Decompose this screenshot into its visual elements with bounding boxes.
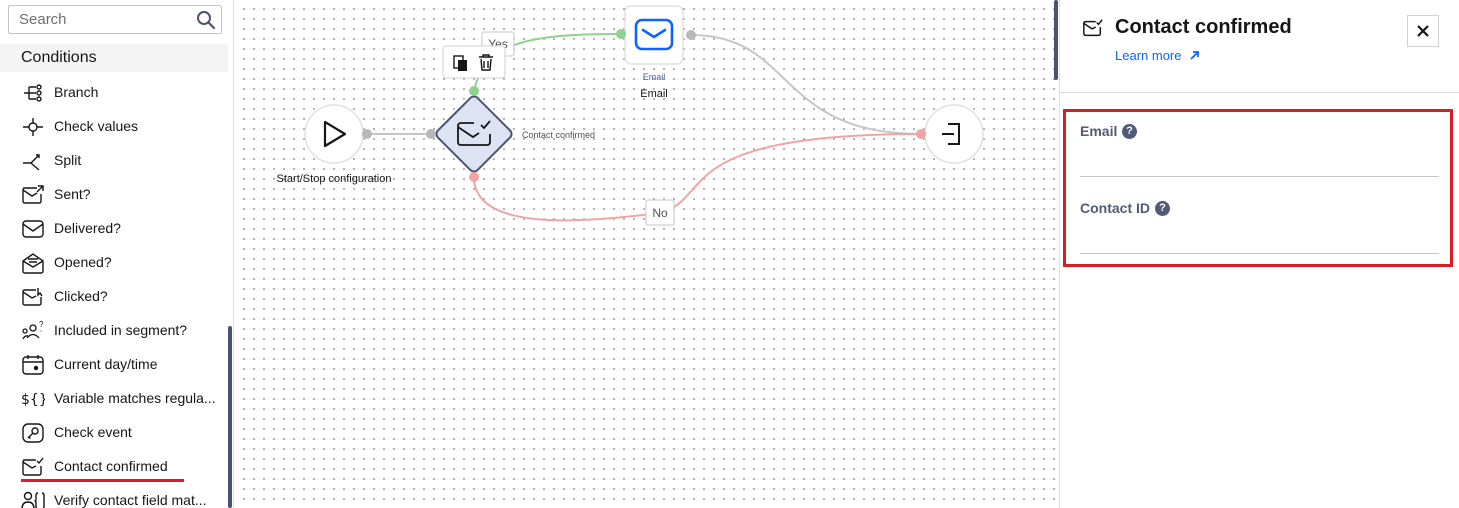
palette-item-check-event[interactable]: Check event	[0, 415, 228, 449]
fields-highlight-box	[1063, 109, 1453, 267]
email-help-icon[interactable]: ?	[1122, 124, 1137, 139]
play-icon	[323, 120, 347, 148]
conditions-section-title: Conditions	[21, 49, 97, 66]
check-values-icon	[23, 118, 43, 136]
search-box[interactable]	[8, 5, 222, 34]
active-item-underline	[21, 479, 184, 482]
event-icon	[22, 423, 44, 443]
start-node[interactable]	[304, 104, 364, 164]
delivered-icon	[22, 220, 44, 238]
start-output-port[interactable]	[362, 129, 372, 139]
sent-icon	[22, 185, 44, 204]
palette-item-current-day-time[interactable]: Current day/time	[0, 347, 228, 381]
svg-text:${}: ${}	[21, 392, 45, 408]
panel-divider	[1060, 92, 1459, 93]
exit-icon	[942, 123, 960, 145]
flow-graph: Start/Stop configuration Contact confirm…	[277, 5, 984, 226]
email-action-node[interactable]	[624, 5, 684, 65]
contact-confirmed-icon	[457, 120, 491, 146]
segment-icon: ?	[22, 320, 44, 340]
palette-item-verify-contact-field[interactable]: Verify contact field mat...	[0, 483, 228, 508]
svg-text:?: ?	[39, 320, 44, 329]
palette-item-delivered[interactable]: Delivered?	[0, 211, 228, 245]
opened-icon	[22, 253, 44, 274]
palette-item-variable-matches[interactable]: ${} Variable matches regula...	[0, 381, 228, 415]
trash-icon[interactable]	[479, 54, 493, 71]
palette-item-clicked[interactable]: Clicked?	[0, 279, 228, 313]
email-output-port[interactable]	[686, 30, 696, 40]
email-node-type: Email	[643, 72, 666, 82]
palette-item-label: Check values	[54, 118, 139, 134]
learn-more-link[interactable]: Learn more	[1115, 48, 1182, 63]
palette-item-included-in-segment[interactable]: ? Included in segment?	[0, 313, 228, 347]
panel-title: Contact confirmed	[1115, 16, 1292, 38]
contact-id-help-icon[interactable]: ?	[1155, 201, 1170, 216]
palette-item-label: Included in segment?	[54, 322, 188, 338]
verify-contact-icon	[21, 491, 45, 508]
palette-item-label: Delivered?	[54, 220, 121, 236]
condition-input-port[interactable]	[426, 129, 436, 139]
clicked-icon	[22, 288, 43, 306]
palette-item-label: Current day/time	[54, 356, 158, 372]
contact-confirmed-icon	[22, 457, 44, 476]
svg-text:No: No	[652, 206, 668, 220]
condition-no-port[interactable]	[469, 172, 479, 182]
contact-id-field-label: Contact ID	[1080, 200, 1150, 216]
node-toolbar	[442, 45, 506, 79]
palette-item-label: Check event	[54, 424, 132, 440]
external-link-icon[interactable]	[1188, 49, 1201, 62]
palette-item-label: Split	[54, 152, 82, 168]
palette-item-branch[interactable]: Branch	[0, 75, 228, 109]
contact-confirmed-node[interactable]	[434, 94, 513, 173]
start-node-label: Start/Stop configuration	[277, 173, 392, 185]
palette-item-opened[interactable]: Opened?	[0, 245, 228, 279]
email-to-end-connector[interactable]	[690, 34, 922, 135]
palette-item-label: Variable matches regula...	[54, 390, 216, 406]
palette-item-sent[interactable]: Sent?	[0, 177, 228, 211]
variable-icon: ${}	[21, 392, 45, 408]
palette-scrollbar[interactable]	[228, 326, 232, 508]
contact-id-field[interactable]	[1080, 224, 1439, 254]
email-input-port[interactable]	[616, 29, 626, 39]
search-input[interactable]	[9, 6, 194, 33]
split-icon	[23, 154, 40, 171]
copy-icon[interactable]	[453, 55, 467, 71]
palette-item-label: Branch	[54, 84, 99, 100]
palette-item-check-values[interactable]: Check values	[0, 109, 228, 143]
end-node[interactable]	[924, 104, 984, 164]
palette-item-label: Verify contact field mat...	[54, 492, 207, 508]
palette-item-label: Contact confirmed	[54, 458, 168, 474]
condition-yes-port[interactable]	[469, 86, 479, 96]
flow-canvas[interactable]: Start/Stop configuration Contact confirm…	[235, 0, 1059, 508]
conditions-section-header[interactable]: Conditions	[0, 44, 228, 72]
end-input-port[interactable]	[916, 129, 926, 139]
condition-palette: Conditions Branch Check values Split Sen…	[0, 0, 234, 508]
properties-panel: Contact confirmed Learn more Email ? Con…	[1059, 0, 1459, 508]
palette-item-split[interactable]: Split	[0, 143, 228, 177]
palette-item-label: Sent?	[54, 186, 91, 202]
no-branch-tag: No	[645, 199, 675, 226]
canvas-scrollbar[interactable]	[1054, 0, 1058, 80]
email-field[interactable]	[1080, 147, 1439, 177]
no-connector[interactable]	[473, 133, 922, 222]
email-icon	[634, 18, 674, 51]
close-button[interactable]	[1407, 15, 1439, 47]
palette-item-label: Opened?	[54, 254, 112, 270]
calendar-icon	[22, 355, 44, 375]
condition-node-label: Contact confirmed	[522, 130, 595, 140]
palette-item-label: Clicked?	[54, 288, 108, 304]
contact-confirmed-icon	[1083, 19, 1103, 37]
email-node-label: Email	[640, 88, 668, 100]
email-field-label: Email	[1080, 123, 1118, 139]
branch-icon	[24, 84, 42, 102]
search-icon[interactable]	[196, 10, 216, 30]
close-icon	[1417, 25, 1429, 37]
palette-item-contact-confirmed[interactable]: Contact confirmed	[0, 449, 228, 483]
